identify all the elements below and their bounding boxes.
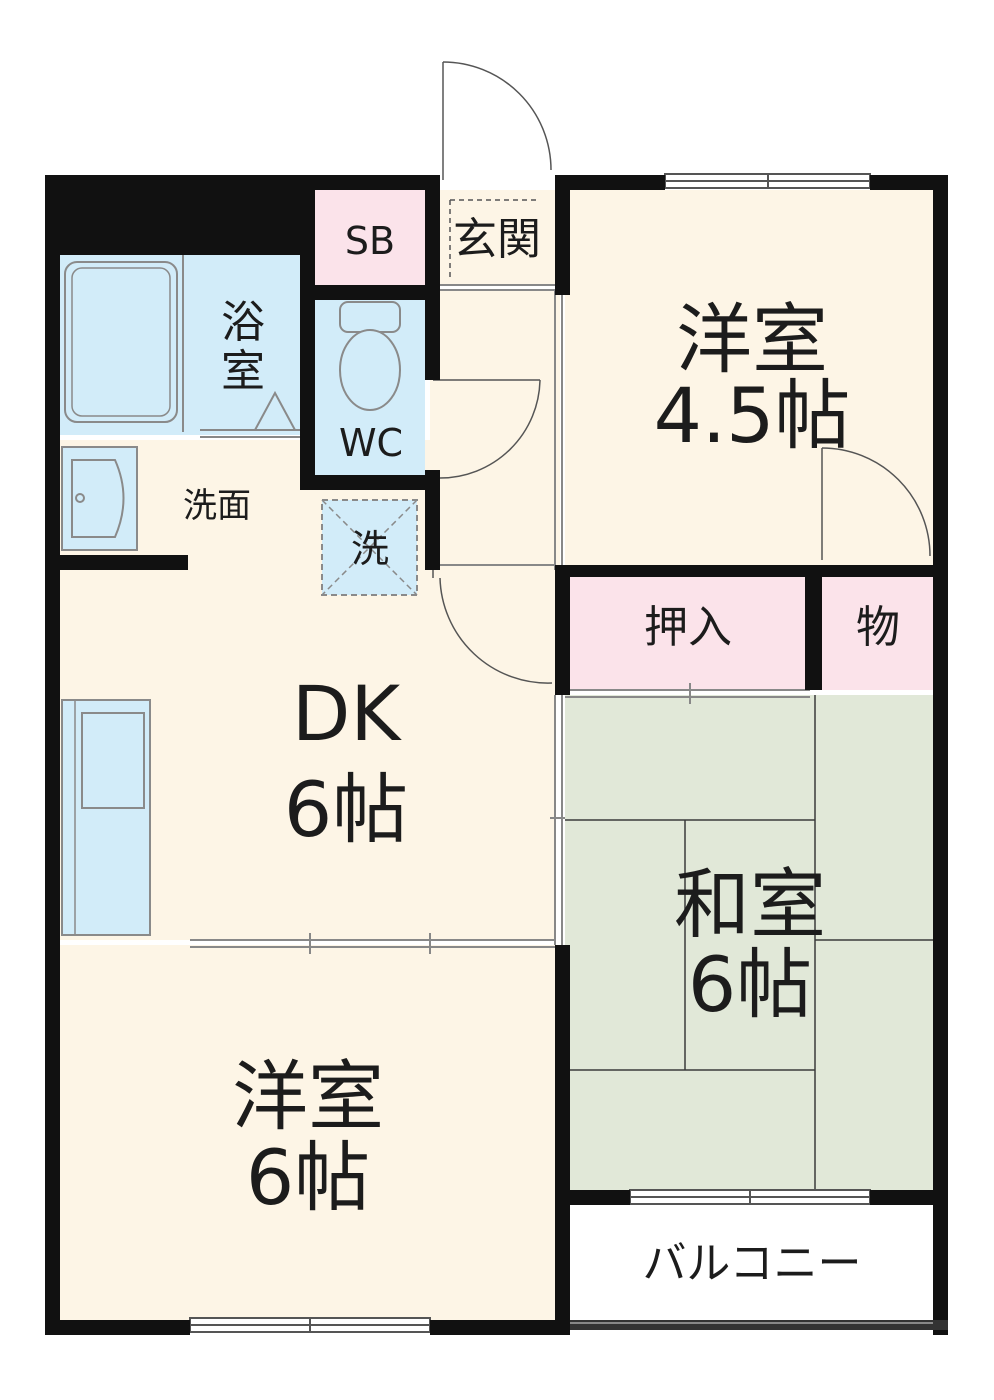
- toilet-icon: [339, 301, 401, 411]
- kitchen-counter-icon: [61, 699, 151, 936]
- shoe-box-floor: [315, 190, 425, 285]
- laundry-label: 洗: [350, 527, 390, 571]
- western-room-b-floor: [60, 945, 555, 1325]
- door-swings: [432, 61, 931, 684]
- western-room-a-floor: [565, 190, 935, 570]
- bath-label-2: 室: [221, 346, 265, 397]
- dk-name: DK: [291, 669, 401, 758]
- storage-floor: [820, 575, 935, 690]
- washbasin-icon: [61, 446, 138, 551]
- balcony-floor: [570, 1210, 935, 1325]
- western-room-b-name: 洋室: [232, 1052, 384, 1141]
- western-room-a-size: 4.5帖: [653, 371, 851, 460]
- hall-floor: [430, 290, 560, 570]
- washing-machine-space-icon: [321, 499, 418, 596]
- shoe-box-label: SB: [344, 219, 396, 263]
- japanese-room-size: 6帖: [687, 940, 813, 1029]
- japanese-room-floor: [565, 695, 935, 1195]
- closet-label: 押入: [644, 602, 732, 653]
- western-room-b-size: 6帖: [245, 1133, 371, 1222]
- vanity-label: 洗面: [183, 486, 251, 526]
- bathtub-icon: [64, 255, 297, 432]
- windows: [189, 173, 871, 1333]
- exterior-walls: [45, 175, 948, 1335]
- interior-partitions: [190, 284, 810, 954]
- western-room-a-name: 洋室: [676, 295, 828, 384]
- dk-size: 6帖: [283, 765, 409, 854]
- wc-label: WC: [338, 421, 404, 465]
- japanese-room-name: 和室: [674, 860, 826, 949]
- balcony-label: バルコニー: [642, 1238, 862, 1289]
- tatami-lines: [565, 695, 935, 1190]
- storage-label: 物: [856, 602, 900, 653]
- entrance-floor: [440, 190, 555, 285]
- closet-floor: [565, 575, 805, 690]
- entrance-label: 玄関: [453, 214, 541, 265]
- bath-label-1: 浴: [221, 297, 265, 348]
